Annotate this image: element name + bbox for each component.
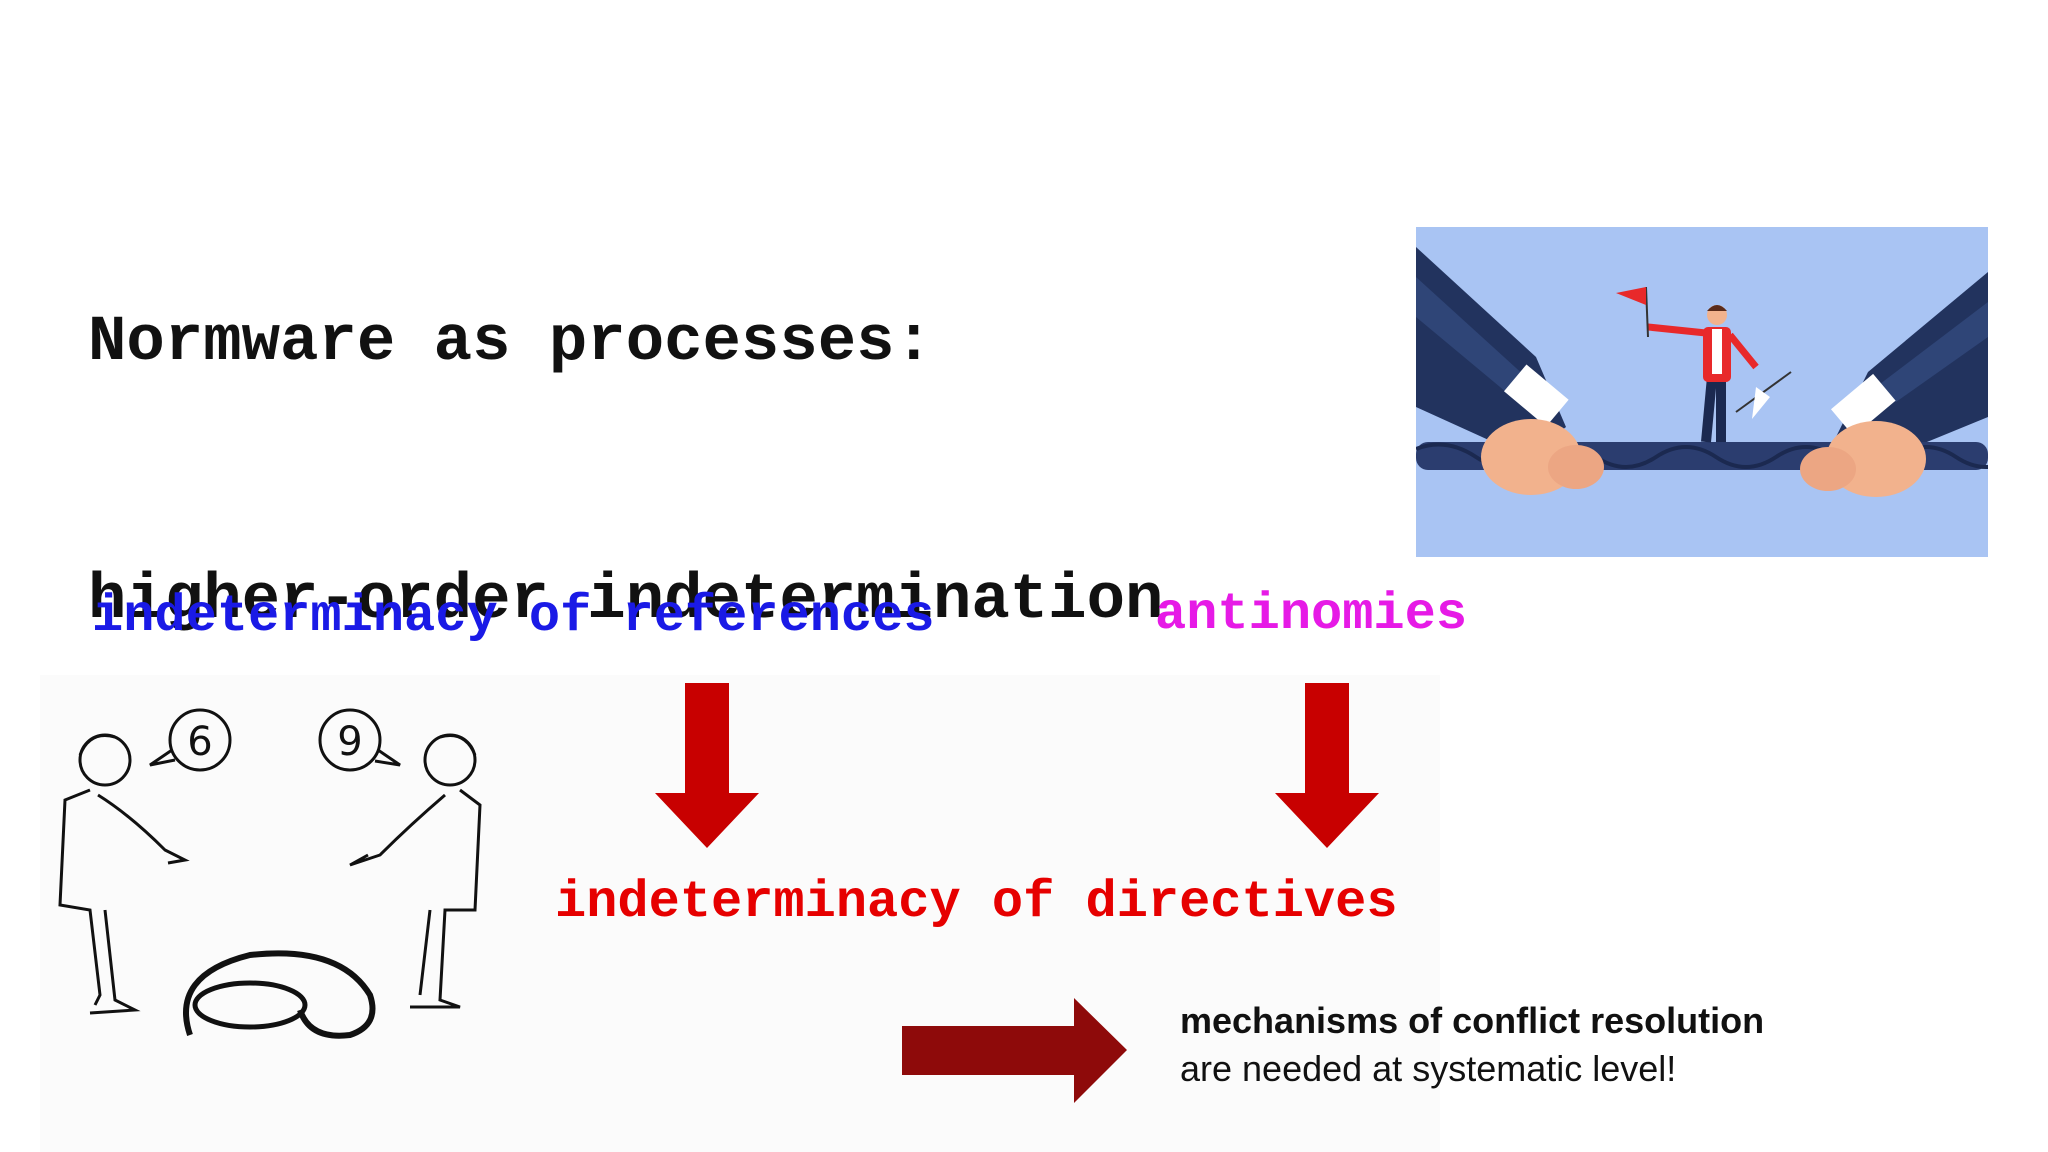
down-arrow-icon (1275, 683, 1379, 848)
title-line-1: Normware as processes: (88, 307, 933, 379)
title-line-2: higher-order indetermination (88, 565, 1164, 637)
indeterminacy-of-directives-label: indeterminacy of directives (555, 873, 1398, 932)
indeterminacy-of-references-label: indeterminacy of references (92, 587, 935, 646)
illustration-background (40, 675, 1440, 1152)
conclusion-line-1: mechanisms of conflict resolution (1180, 1000, 1765, 1041)
six-or-nine-cartoon: 6 9 (58, 708, 482, 1039)
right-arrow-icon (902, 998, 1127, 1103)
slide-title: Normware as processes: higher-order inde… (88, 128, 1163, 816)
bubble-nine-label: 9 (337, 719, 362, 765)
conclusion-line-2: are needed at systematic level! (1180, 1048, 1677, 1089)
conclusion-text: mechanisms of conflict resolution are ne… (1180, 997, 1764, 1093)
bubble-six-label: 6 (187, 719, 212, 765)
down-arrow-icon (655, 683, 759, 848)
antinomies-label: antinomies (1155, 585, 1468, 644)
tug-of-war-illustration (1416, 227, 1988, 557)
